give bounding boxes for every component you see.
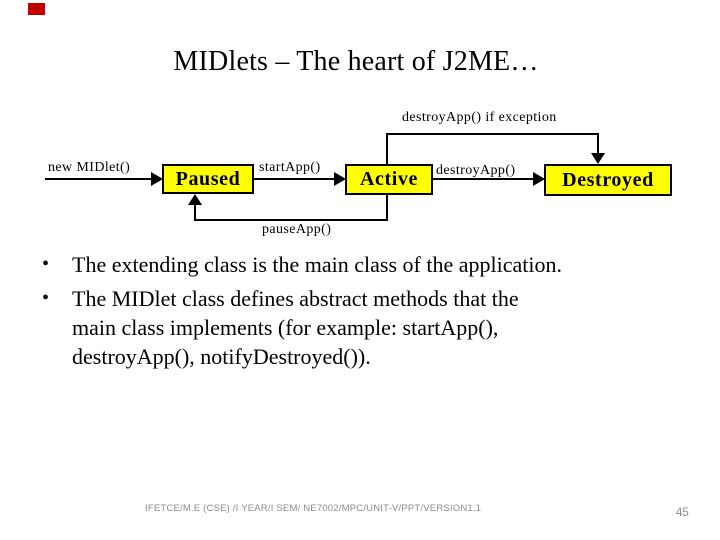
bullet-marker: • xyxy=(42,287,50,309)
state-box-paused: Paused xyxy=(162,164,254,194)
bullet-list: • The extending class is the main class … xyxy=(42,250,632,376)
slide-title: MIDlets – The heart of J2ME… xyxy=(173,46,539,77)
connector-line xyxy=(597,133,599,154)
connector-line xyxy=(386,133,599,135)
bullet-marker: • xyxy=(42,253,50,275)
red-corner-mark xyxy=(28,3,45,15)
transition-label-pause-app: pauseApp() xyxy=(262,222,332,237)
state-label-destroyed: Destroyed xyxy=(562,168,654,191)
transition-label-destroy-app: destroyApp() xyxy=(436,163,516,178)
connector-line xyxy=(386,195,388,221)
list-item: • The extending class is the main class … xyxy=(42,250,632,279)
state-box-destroyed: Destroyed xyxy=(544,164,672,196)
slide-page-number: 45 xyxy=(676,507,689,519)
footer-course-info: IFETCE/M.E (CSE) /I YEAR/I SEM/ NE7002/M… xyxy=(145,503,482,514)
bullet-text: The MIDlet class defines abstract method… xyxy=(72,286,519,369)
arrow-shaft xyxy=(254,178,336,180)
arrowhead-right-icon xyxy=(151,172,163,186)
arrowhead-up-icon xyxy=(188,194,202,205)
list-item: • The MIDlet class defines abstract meth… xyxy=(42,284,632,371)
state-label-active: Active xyxy=(359,168,418,190)
arrow-shaft xyxy=(433,178,535,180)
arrowhead-down-icon xyxy=(591,153,605,164)
arrow-shaft xyxy=(45,178,153,180)
arrowhead-right-icon xyxy=(533,172,545,186)
arrowhead-right-icon xyxy=(334,172,346,186)
connector-line xyxy=(194,219,388,221)
state-label-paused: Paused xyxy=(175,167,241,190)
connector-line xyxy=(386,134,388,164)
transition-label-new-midlet: new MIDlet() xyxy=(48,160,131,175)
transition-label-start-app: startApp() xyxy=(259,160,321,175)
transition-label-destroy-app-exception: destroyApp() if exception xyxy=(402,110,557,125)
state-box-active: Active xyxy=(345,164,433,195)
bullet-text: The extending class is the main class of… xyxy=(72,252,562,277)
connector-line xyxy=(194,205,196,221)
